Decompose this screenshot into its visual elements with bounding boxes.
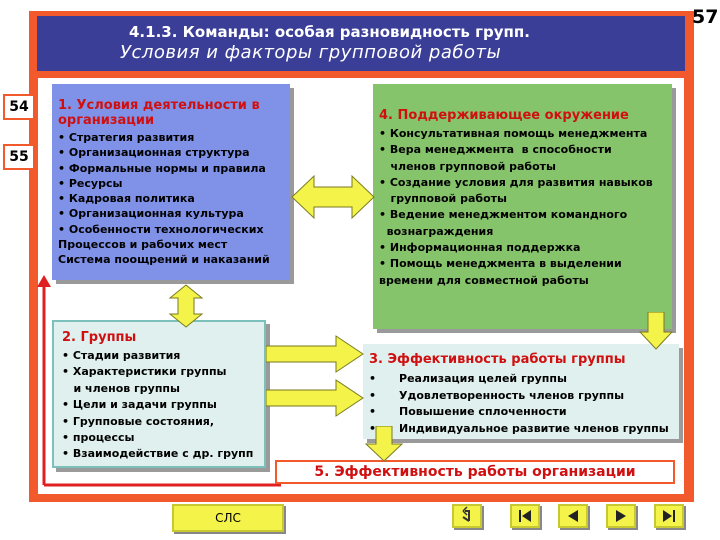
list-item: • Стратегия развития	[58, 131, 195, 144]
list-item: • Удовлетворенность членов группы	[369, 388, 625, 402]
list-item: • Особенности технологических	[58, 222, 264, 236]
list-item: • Индивидуальное развитие членов группы	[369, 421, 669, 435]
group-effectiveness-title: 3. Эффективность работы группы	[369, 352, 626, 367]
ref-link-54[interactable]: 54	[3, 94, 35, 120]
double-arrow-1-2	[168, 284, 204, 328]
conditions-list: • Стратегия развития • Организационная с…	[58, 130, 290, 268]
arrow-2-3-lower	[266, 379, 364, 417]
next-icon	[616, 510, 626, 522]
list-item: Система поощрений и наказаний	[58, 253, 270, 267]
group-effectiveness-box: 3. Эффективность работы группы • Реализа…	[363, 344, 679, 439]
slide-subtitle: Условия и факторы групповой работы	[120, 42, 502, 63]
list-item: • Помощь менеджмента в выделении	[379, 257, 622, 271]
list-item: • Характеристики группы	[62, 365, 227, 379]
list-item: • Реализация целей группы	[369, 372, 567, 385]
next-button[interactable]	[606, 504, 636, 528]
list-item: Процессов и рабочих мест	[58, 238, 228, 252]
previous-button[interactable]	[558, 504, 588, 528]
org-effectiveness-title: 5. Эффективность работы организации	[314, 464, 636, 480]
arrow-2-3-upper	[266, 335, 364, 373]
slc-button[interactable]: СЛС	[172, 504, 284, 532]
support-title: 4. Поддерживающее окружение	[379, 108, 629, 123]
return-icon	[462, 506, 470, 522]
ref-link-55[interactable]: 55	[3, 144, 35, 170]
list-item: • процессы	[62, 431, 135, 445]
conditions-box: 1. Условия деятельности в организации • …	[52, 84, 290, 280]
support-box: 4. Поддерживающее окружение • Консультат…	[373, 84, 672, 329]
list-item: • Цели и задачи группы	[62, 398, 217, 412]
groups-box: 2. Группы • Стадии развития • Характерис…	[52, 320, 266, 468]
list-item: членов групповой работы	[379, 159, 556, 173]
list-item: • Формальные нормы и правила	[58, 161, 266, 175]
support-list: • Консультативная помощь менеджмента • В…	[379, 126, 672, 289]
last-icon	[663, 510, 675, 522]
slide-title: 4.1.3. Команды: особая разновидность гру…	[129, 23, 530, 41]
groups-list: • Стадии развития • Характеристики групп…	[62, 348, 264, 463]
list-item: • Взаимодействие с др. групп	[62, 447, 254, 461]
list-item: • Ресурсы	[58, 176, 123, 190]
list-item: групповой работы	[379, 192, 507, 206]
first-icon	[519, 510, 531, 522]
title-bar: 4.1.3. Команды: особая разновидность гру…	[37, 16, 685, 71]
list-item: • Информационная поддержка	[379, 241, 581, 255]
last-button[interactable]	[654, 504, 684, 528]
first-button[interactable]	[510, 504, 540, 528]
list-item: • Вера менеджмента в способности	[379, 143, 612, 157]
groups-title: 2. Группы	[62, 330, 137, 345]
arrow-4-3	[638, 312, 674, 350]
arrow-3-5	[364, 426, 404, 462]
list-item: • Организационная культура	[58, 207, 244, 221]
list-item: • Кадровая политика	[58, 192, 195, 206]
list-item: времени для совместной работы	[379, 273, 589, 287]
double-arrow-1-4	[291, 174, 375, 220]
return-button[interactable]	[452, 504, 482, 528]
list-item: • Консультативная помощь менеджмента	[379, 127, 648, 140]
list-item: • Повышение сплоченности	[369, 405, 567, 418]
org-effectiveness-box: 5. Эффективность работы организации	[275, 460, 675, 484]
list-item: • Ведение менеджментом командного	[379, 208, 628, 222]
list-item: • Стадии развития	[62, 349, 181, 362]
page-number: 57	[692, 6, 719, 28]
list-item: • Групповые состояния,	[62, 414, 215, 428]
list-item: • Организационная структура	[58, 146, 250, 160]
feedback-arrow	[37, 275, 66, 487]
feedback-arrow-bottom	[44, 483, 281, 487]
list-item: и членов группы	[62, 381, 180, 395]
conditions-title: 1. Условия деятельности в организации	[58, 98, 260, 128]
group-effectiveness-list: • Реализация целей группы • Удовлетворен…	[369, 371, 679, 437]
previous-icon	[568, 510, 578, 522]
list-item: • Создание условия для развития навыков	[379, 175, 653, 189]
list-item: вознаграждения	[379, 224, 494, 238]
